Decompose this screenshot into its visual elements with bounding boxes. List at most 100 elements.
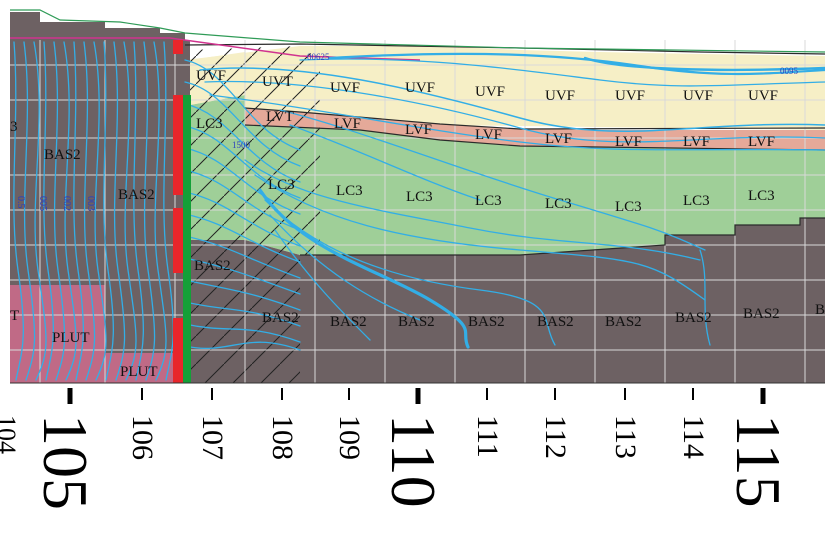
flow-line	[274, 229, 371, 341]
axis-label-110: 110	[378, 414, 449, 508]
flow-line	[264, 199, 556, 346]
unit-label-bas2: BAS2	[675, 310, 712, 326]
flow-line	[184, 191, 301, 247]
unit-label-lc3: LC3	[268, 177, 295, 193]
contour-label-00625: 00625	[307, 52, 330, 62]
unit-label-left-cut_3: 3	[10, 119, 18, 135]
left-flow-label-4: 003	[85, 196, 96, 211]
well-green-bar	[183, 95, 191, 383]
flow-line	[184, 125, 301, 199]
flow-line	[13, 41, 24, 381]
flow-line	[83, 41, 96, 381]
flow-line	[133, 41, 144, 381]
unit-label-plut: PLUT	[120, 364, 158, 380]
flow-line	[209, 94, 825, 151]
unit-label-uvf: UVF	[475, 84, 505, 100]
flow-line	[184, 147, 301, 215]
unit-label-uvf: UVF	[196, 68, 226, 84]
axis-label-113: 113	[609, 415, 642, 459]
flow-line	[204, 80, 825, 143]
unit-label-lvf: LVF	[748, 134, 775, 150]
unit-label-right-cut: B	[815, 302, 825, 318]
flow-line	[258, 188, 470, 349]
flow-line	[184, 59, 301, 151]
unit-label-uvf: UVF	[683, 88, 713, 104]
flow-line	[113, 41, 126, 381]
unit-label-plut: PLUT	[52, 330, 90, 346]
unit-label-bas2: BAS2	[194, 258, 231, 274]
flow-line	[244, 159, 701, 261]
axis-label-109: 109	[333, 415, 366, 460]
flow-line	[103, 41, 114, 381]
flow-line	[153, 41, 167, 381]
contour-label-1500: 1500	[232, 140, 251, 150]
lvf-layer	[245, 108, 825, 150]
axis-label-105: 105	[30, 414, 101, 510]
unit-label-lc3: LC3	[406, 189, 433, 205]
surface-line	[10, 37, 421, 61]
axis-label-108: 108	[266, 415, 299, 460]
flow-line	[184, 81, 301, 167]
flow-line	[163, 41, 174, 381]
unit-label-lvf: LVF	[405, 122, 432, 138]
axis-label-111: 111	[471, 415, 504, 458]
unit-label-lc3: LC3	[615, 199, 642, 215]
flow-line	[699, 249, 711, 346]
flow-line	[63, 41, 77, 381]
left-flow-label-1: 0.5	[15, 196, 26, 209]
axis-label-114: 114	[677, 415, 710, 459]
flow-line	[93, 41, 107, 381]
flow-line	[184, 103, 301, 183]
axis-label-clipped: 104	[0, 415, 21, 454]
unit-label-bas2: BAS2	[118, 187, 155, 203]
flow-line	[123, 41, 137, 381]
unit-label-bas2: BAS2	[743, 306, 780, 322]
flow-line	[184, 213, 301, 263]
flow-line	[328, 52, 825, 76]
unit-label-lvf: LVF	[615, 134, 642, 150]
unit-label-uvf: UVF	[330, 80, 360, 96]
flow-line	[53, 41, 66, 381]
unit-label-bas2: BAS2	[537, 314, 574, 330]
unit-label-uvf: UVF	[615, 88, 645, 104]
left-flow-label-2: 005	[37, 196, 48, 211]
contact-bas2-top	[300, 217, 825, 256]
unit-label-lc3: LC3	[748, 188, 775, 204]
unit-label-lc3: LC3	[545, 196, 572, 212]
axis-label-115: 115	[723, 414, 794, 508]
unit-label-bas2: BAS2	[44, 147, 81, 163]
hatch-zone	[190, 46, 320, 383]
unit-label-bas2: BAS2	[330, 314, 367, 330]
flow-line	[289, 124, 481, 201]
flow-line	[184, 235, 301, 279]
axis-label-112: 112	[539, 415, 572, 459]
flow-line	[184, 279, 301, 311]
unit-label-bas2: BAS2	[398, 314, 435, 330]
green-surface-line	[10, 9, 825, 53]
unit-label-uvf: UVF	[405, 80, 435, 96]
contour-labels: 00625 0095 1500	[232, 52, 799, 150]
unit-label-lvt: LVT	[266, 109, 294, 125]
well-red-bar-1	[173, 95, 183, 195]
unit-label-lc3: LC3	[336, 183, 363, 199]
unit-label-lvf: LVF	[475, 127, 502, 143]
flow-line	[583, 56, 825, 72]
flow-line	[269, 214, 421, 321]
axis-label-107: 107	[196, 415, 229, 460]
flow-lines	[13, 41, 825, 381]
flow-line	[23, 41, 36, 381]
unit-label-uvt: UVT	[262, 74, 293, 90]
unit-label-bas2: BAS2	[468, 314, 505, 330]
left-flow-label-3: 002	[61, 196, 72, 211]
well-red-bar-top	[173, 40, 183, 54]
well-red-bar-2	[173, 208, 183, 273]
contact-lc3-top	[244, 124, 825, 151]
unit-label-uvf: UVF	[545, 88, 575, 104]
well-column	[173, 40, 191, 383]
flow-line	[43, 41, 54, 381]
unit-label-lc3: LC3	[475, 193, 502, 209]
